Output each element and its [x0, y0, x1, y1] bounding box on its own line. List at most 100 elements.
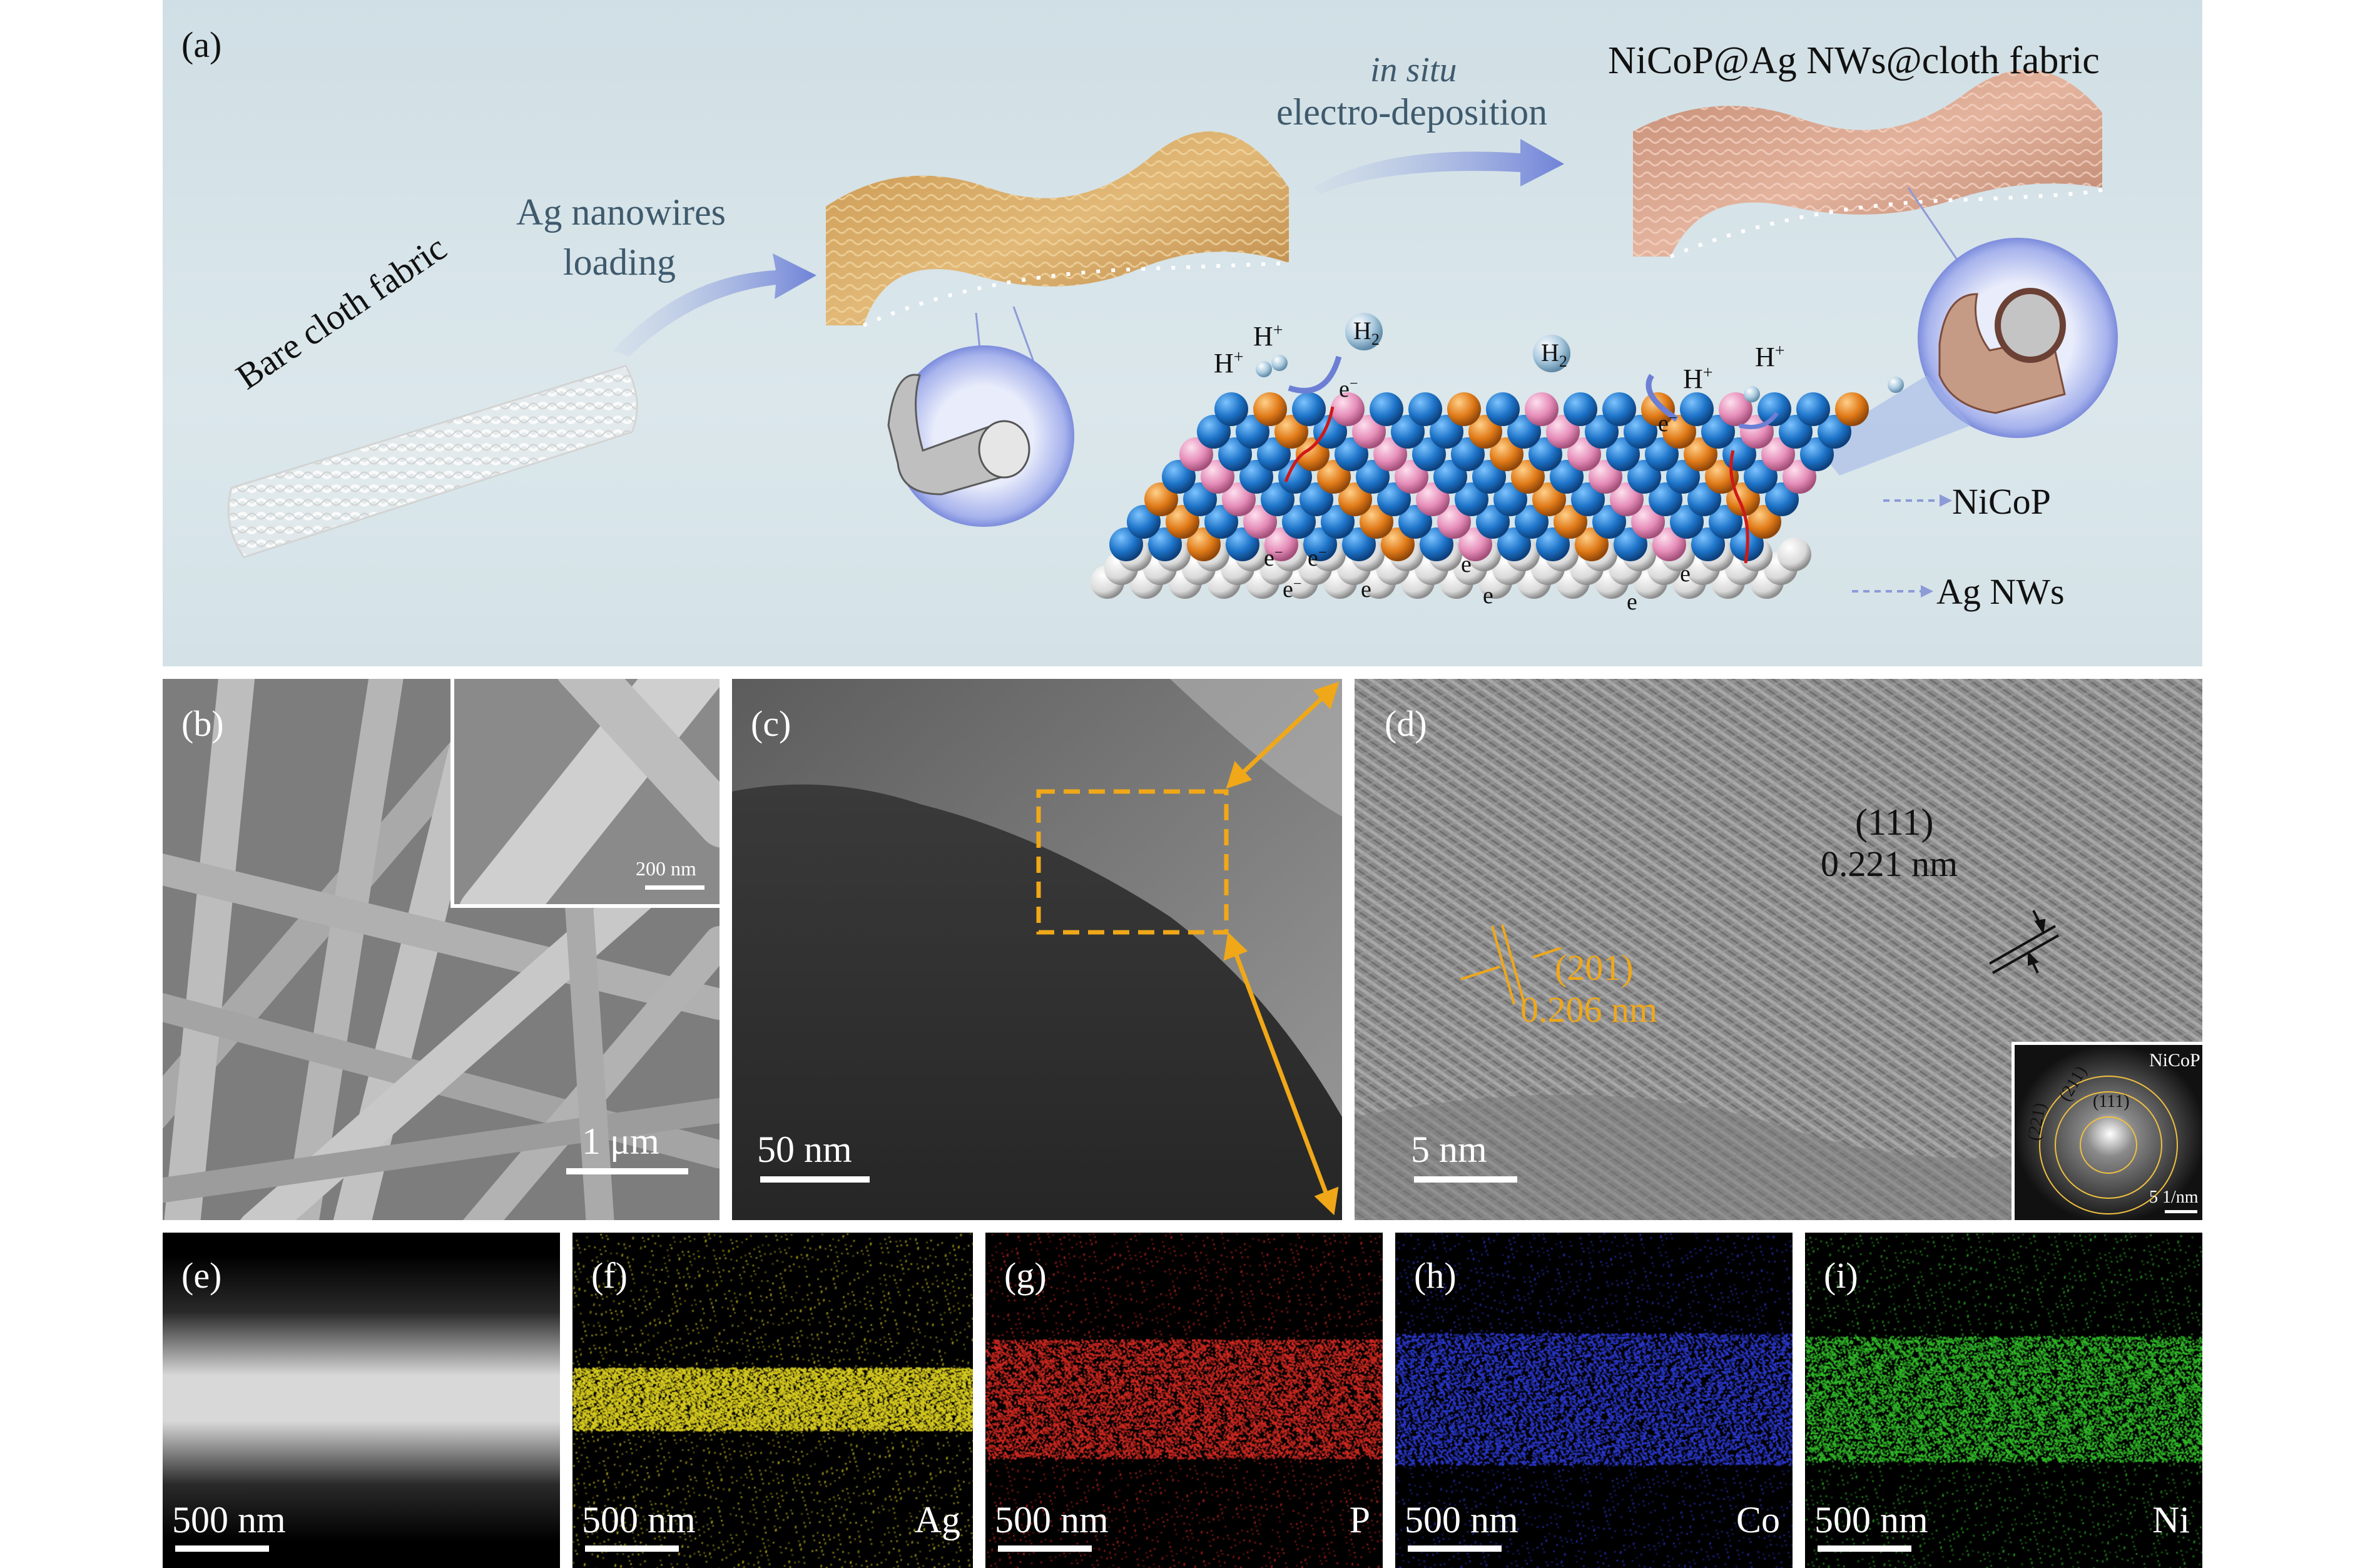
mapping-panel-e: (e) 500 nm [163, 1233, 560, 1568]
mapping-label: (h) [1414, 1255, 1457, 1296]
electron-label-3: e− [1308, 544, 1327, 571]
ag-atom [1778, 537, 1811, 571]
element-symbol: Co [1736, 1499, 1780, 1540]
electron-label-6: e [1461, 551, 1472, 578]
electron-label-7: e [1483, 583, 1493, 609]
panel-c-tem: (c) 50 nm [732, 679, 1342, 1220]
step1-label-line2: loading [563, 242, 676, 283]
agnws-layer-label: Ag NWs [1936, 571, 2065, 612]
panel-b-label: (b) [181, 703, 224, 744]
mapping-panel-g: (g) 500 nm P [985, 1233, 1383, 1568]
d-spacing-111: 0.221 nm [1821, 843, 1958, 884]
nicop-atom [1486, 392, 1520, 426]
nicop-atom [1408, 392, 1442, 426]
panel-d-hrtem: (d) (111) 0.221 nm (201) 0.206 nm 5 nm N… [1355, 679, 2202, 1220]
fft-inset: NiCoP (111) (211) (221) 5 1/nm [2012, 1042, 2202, 1220]
h2-label-right: H2 [1541, 339, 1567, 370]
nicop-atom [1214, 392, 1248, 426]
fft-ring-111: (111) [2093, 1092, 2130, 1111]
mapping-label: (i) [1824, 1255, 1858, 1296]
plane-201-label: (201) [1555, 947, 1634, 988]
panel-d-scale-bar [1414, 1176, 1517, 1183]
element-map-image [572, 1233, 973, 1568]
nicop-atom [1641, 392, 1675, 426]
element-symbol: P [1349, 1499, 1370, 1540]
mapping-label: (f) [591, 1255, 628, 1296]
nicop-fabric-image [1633, 69, 2105, 258]
sem-nanowires-image [163, 679, 720, 1220]
nicop-fabric-label: NiCoP@Ag NWs@cloth fabric [1608, 39, 2100, 82]
nicop-atom [1796, 392, 1830, 426]
agnws-fabric-image [826, 131, 1292, 327]
panel-c-scale-text: 50 nm [757, 1129, 852, 1170]
h2-label-left: H2 [1353, 317, 1380, 349]
step2-label-line1: in situ [1370, 51, 1457, 89]
nicop-atom [1719, 392, 1752, 426]
panel-a: (a) Bare cloth fabric Ag nanowires loadi… [163, 0, 2202, 666]
electrodeposition-arrow-icon [1314, 139, 1564, 194]
nicop-atom [1564, 392, 1597, 426]
hplus-label-3: H+ [1683, 363, 1713, 394]
nicop-atom [1835, 392, 1869, 426]
panel-c-label: (c) [751, 703, 791, 744]
mapping-scale-text: 500 nm [172, 1499, 286, 1540]
tem-image [732, 679, 1342, 1220]
mapping-scale-bar [1818, 1545, 1911, 1552]
sem-inset: 200 nm [450, 679, 720, 908]
nicop-agnws-layer-model [1091, 392, 1869, 599]
mapping-panel-h: (h) 500 nm Co [1395, 1233, 1793, 1568]
nicop-atom [1292, 392, 1326, 426]
inset-scale-text: 200 nm [636, 857, 696, 880]
mapping-scale-text: 500 nm [1405, 1499, 1518, 1540]
panel-a-label: (a) [181, 24, 222, 65]
panel-b-scale-bar [566, 1168, 688, 1174]
hplus-label-2: H+ [1253, 320, 1283, 352]
h2-molecule-left [1345, 313, 1383, 350]
d-spacing-201: 0.206 nm [1520, 989, 1658, 1030]
nicop-atom [1331, 392, 1365, 426]
fft-title: NiCoP [2149, 1050, 2200, 1071]
nicop-atom [1447, 392, 1481, 426]
element-map-image [1395, 1233, 1793, 1568]
mapping-scale-bar [585, 1545, 679, 1552]
panel-b-scale-text: 1 μm [582, 1121, 659, 1162]
inset-scale-bar [645, 885, 704, 890]
nicop-atom [1680, 392, 1714, 426]
mapping-panel-i: (i) 500 nm Ni [1805, 1233, 2202, 1568]
step2-label-line2: electro-deposition [1276, 91, 1548, 133]
mapping-label: (g) [1004, 1255, 1047, 1296]
element-map-image [1805, 1233, 2202, 1568]
fft-pattern-image [2015, 1045, 2202, 1220]
fft-scale-text: 5 1/nm [2149, 1188, 2199, 1207]
lattice-spacing-111 [1989, 910, 2059, 974]
element-symbol: Ag [914, 1499, 960, 1540]
electron-label-9: e− [1658, 410, 1677, 437]
panel-d-scale-text: 5 nm [1411, 1129, 1487, 1170]
nicop-atom [1370, 392, 1403, 426]
electron-label-5: e [1361, 576, 1371, 603]
mapping-scale-bar [175, 1545, 269, 1552]
mapping-scale-bar [1408, 1545, 1502, 1552]
nicop-atom [1602, 392, 1636, 426]
panel-b-sem: 200 nm (b) 1 μm [163, 679, 720, 1220]
mapping-scale-text: 500 nm [995, 1499, 1109, 1540]
agnw-zoom-bubble [887, 345, 1074, 527]
nicop-layer-label: NiCoP [1952, 481, 2051, 522]
panel-d-label: (d) [1385, 703, 1427, 744]
panel-c-scale-bar [760, 1176, 870, 1183]
h2-molecule-right [1533, 335, 1570, 372]
mapping-label: (e) [181, 1255, 222, 1296]
fft-scale-bar [2165, 1210, 2197, 1213]
nicop-atom [1525, 392, 1559, 426]
panel-a-illustration [228, 69, 2118, 599]
haadf-image [163, 1233, 560, 1568]
hplus-label-1: H+ [1214, 347, 1244, 379]
element-symbol: Ni [2152, 1499, 2190, 1540]
lattice-spacing-201 [1460, 924, 1562, 1005]
bare-cloth-fabric-image [228, 365, 638, 558]
mapping-scale-bar [998, 1545, 1092, 1552]
mapping-scale-text: 500 nm [1814, 1499, 1928, 1540]
nicop-atom [1253, 392, 1287, 426]
nicop-agnw-zoom-bubble [1918, 238, 2118, 438]
